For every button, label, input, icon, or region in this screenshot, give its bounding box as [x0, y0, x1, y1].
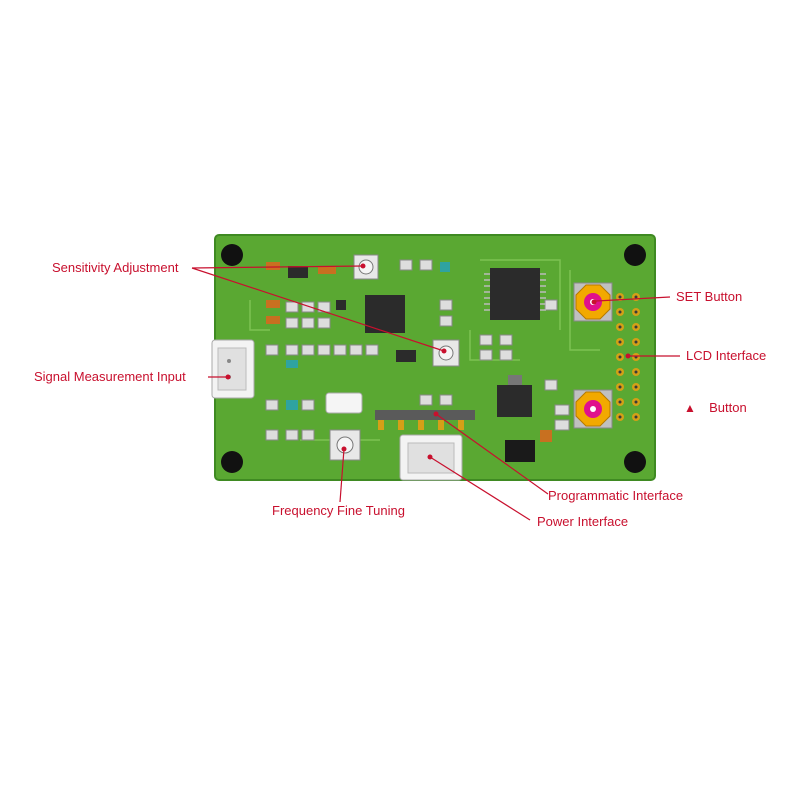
frequency-trimmer — [329, 429, 361, 461]
leader-dots — [225, 263, 631, 460]
label-power-interface: Power Interface — [537, 514, 629, 529]
crystal — [325, 392, 363, 414]
ic-chip-large — [484, 268, 546, 320]
traces — [249, 259, 600, 441]
label-sensitivity-adjustment: Sensitivity Adjustment — [52, 260, 179, 275]
voltage-regulator — [497, 385, 532, 417]
mount-hole-icon — [624, 451, 646, 473]
label-set-button: SET Button — [676, 289, 743, 304]
leader-lines — [191, 265, 680, 521]
up-button-icon — [573, 389, 613, 429]
label-lcd-interface: LCD Interface — [686, 348, 767, 363]
up-triangle-icon: ▲ — [684, 401, 696, 415]
sensitivity-trimmer-2 — [432, 339, 460, 367]
label-frequency-fine-tuning: Frequency Fine Tuning — [272, 503, 405, 518]
label-up-button: ▲ Button — [684, 400, 747, 416]
mount-hole-icon — [221, 244, 243, 266]
label-programmatic-interface: Programmatic Interface — [548, 488, 684, 503]
label-up-button-text: Button — [709, 400, 747, 415]
label-signal-measurement-input: Signal Measurement Input — [34, 369, 186, 384]
signal-input-connector — [211, 339, 255, 399]
regulator-tab — [508, 375, 522, 385]
mount-hole-icon — [624, 244, 646, 266]
diode — [505, 440, 535, 462]
small-components — [265, 259, 570, 442]
programmatic-header — [375, 410, 475, 430]
lcd-interface-pad-holes — [618, 295, 638, 419]
mount-hole-icon — [221, 451, 243, 473]
sensitivity-trimmer-1 — [353, 254, 379, 280]
